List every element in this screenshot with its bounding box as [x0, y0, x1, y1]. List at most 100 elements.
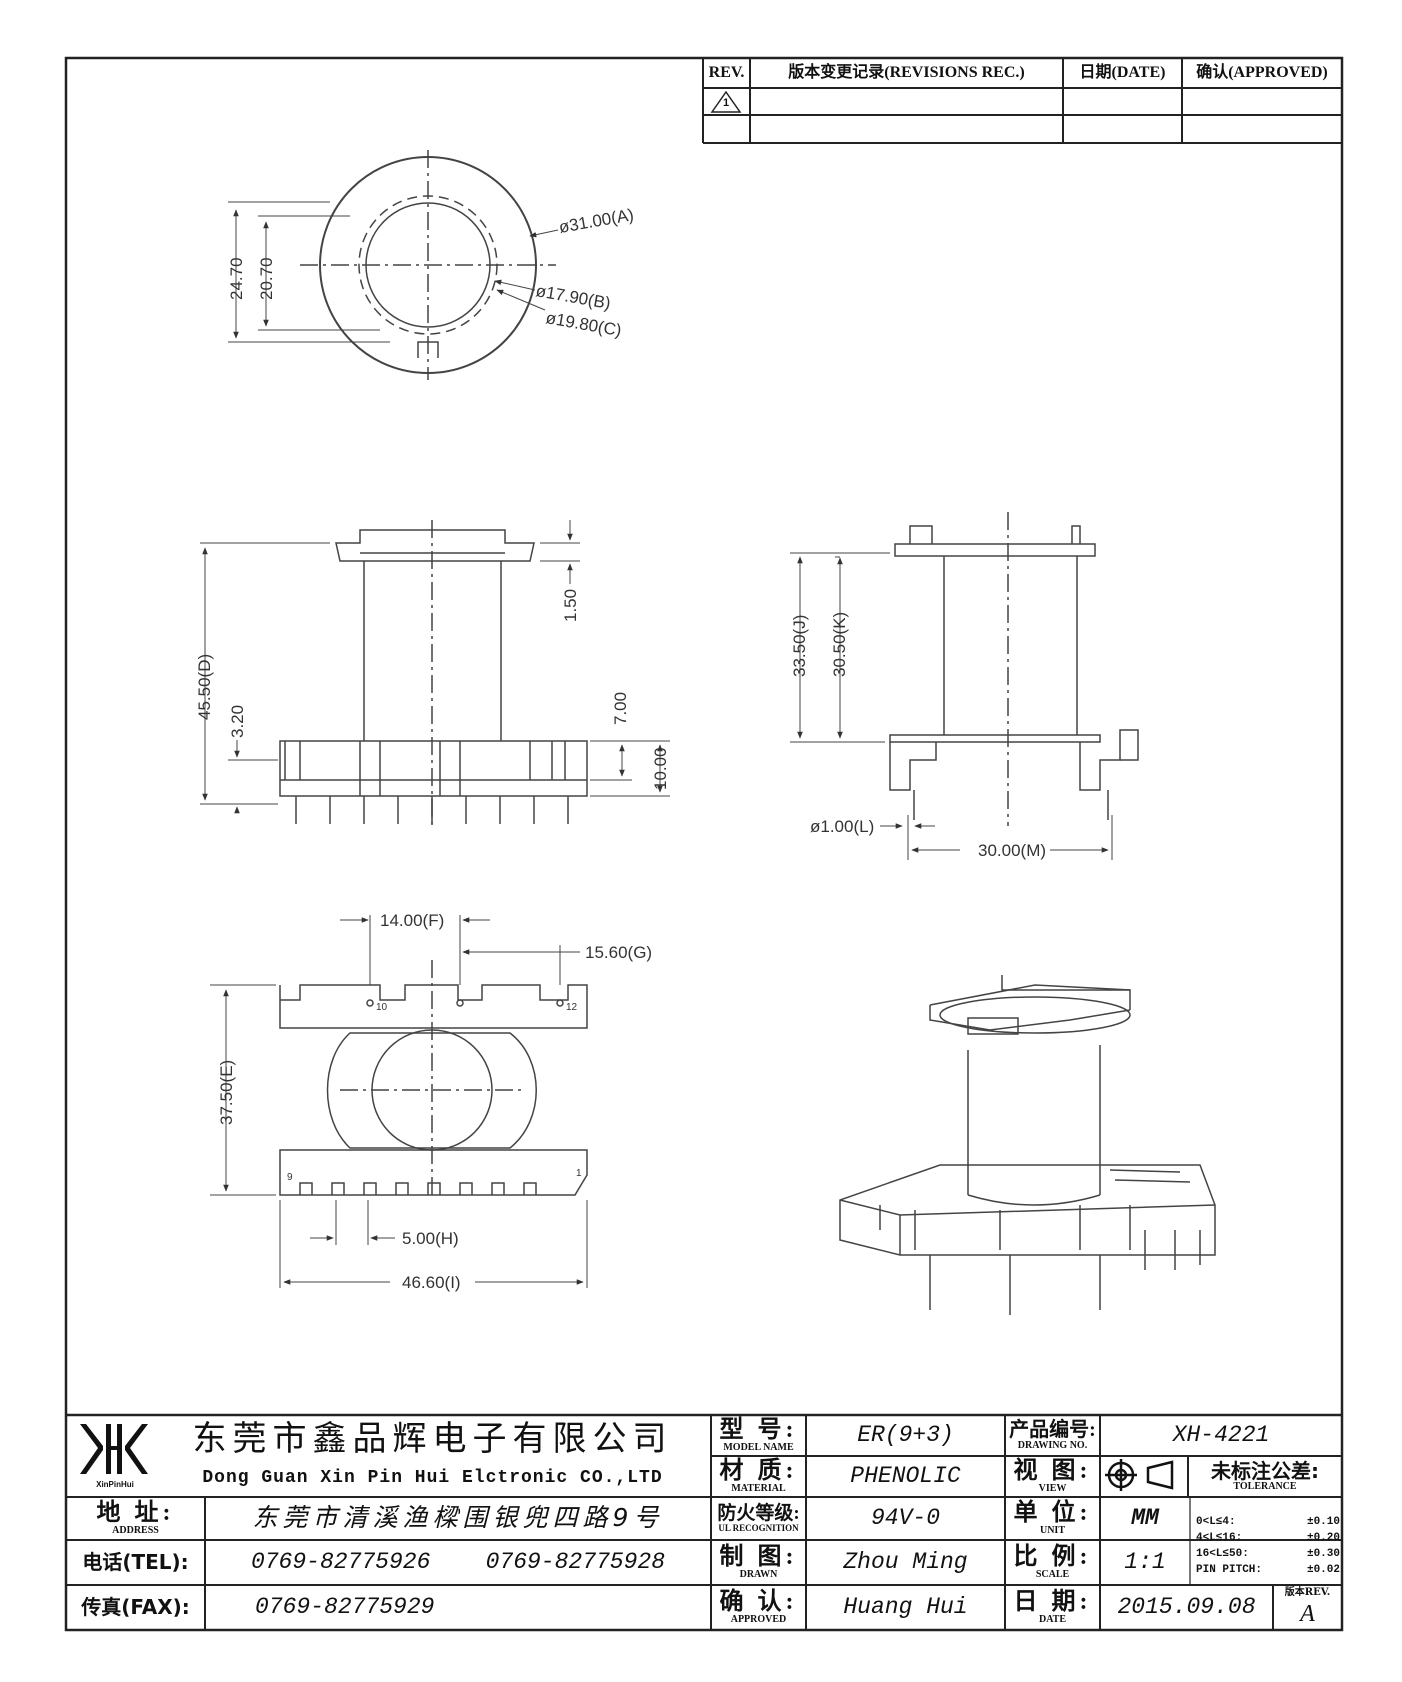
dim-30-50-k: 30.50(K): [830, 612, 849, 677]
drawn-value: Zhou Ming: [843, 1549, 968, 1576]
title-block-grid: [66, 1415, 1342, 1630]
tolerance-row: 0<L≤4: ±0.10: [1196, 1514, 1340, 1530]
tolerance-row: 4<L≤16: ±0.20: [1196, 1530, 1340, 1546]
address-label-en: ADDRESS: [112, 1524, 159, 1536]
tel-label: 电话(TEL):: [82, 1550, 189, 1574]
dim-10-00: 10.00: [651, 747, 670, 790]
drawn-label-en: DRAWN: [739, 1568, 778, 1580]
dim-14-00-f: 14.00(F): [380, 911, 444, 930]
scale-label-en: SCALE: [1035, 1568, 1070, 1580]
unit-value: MM: [1131, 1505, 1159, 1532]
pin-label-9: 9: [287, 1172, 293, 1183]
tolerance-range: 4<L≤16:: [1196, 1532, 1243, 1544]
logo-text: XinPinHui: [96, 1479, 134, 1489]
dim-37-50-e: 37.50(E): [217, 1060, 236, 1125]
drawing-no-label: 产品编号: DRAWING NO.: [1005, 1415, 1100, 1456]
drawing-no-value: XH-4221: [1172, 1422, 1270, 1449]
tolerance-label-en: TOLERANCE: [1233, 1480, 1297, 1492]
material-label-cn: 材 质:: [719, 1457, 798, 1484]
pin-label-12: 12: [566, 1002, 578, 1013]
isometric-view: [839, 975, 1216, 1315]
company-name-en: Dong Guan Xin Pin Hui Elctronic CO.,LTD: [202, 1467, 663, 1488]
fire-rating-label-en: UL RECOGNITION: [718, 1522, 799, 1533]
rev-header-rev: REV.: [708, 63, 745, 81]
model-label: 型 号: MODEL NAME: [711, 1415, 806, 1456]
material-value: PHENOLIC: [850, 1463, 961, 1490]
revision-label: 版本REV.: [1284, 1586, 1331, 1598]
tolerance-list: 0<L≤4: ±0.10 4<L≤16: ±0.20 16<L≤50: ±0.3…: [1196, 1514, 1340, 1578]
view-label-cn: 视 图:: [1013, 1457, 1092, 1484]
tolerance-label-cn: 未标注公差:: [1211, 1458, 1319, 1483]
scale-value: 1:1: [1124, 1549, 1166, 1576]
tolerance-row: PIN PITCH: ±0.02: [1196, 1562, 1340, 1578]
company-logo-icon: [80, 1424, 148, 1474]
revision-triangle-icon: [710, 90, 742, 113]
dim-5-00-h: 5.00(H): [402, 1229, 459, 1248]
dim-30-00-m: 30.00(M): [978, 841, 1046, 860]
approved-value: Huang Hui: [843, 1594, 968, 1621]
address-label: 地 址: ADDRESS: [66, 1497, 205, 1540]
date-label-cn: 日 期:: [1013, 1588, 1092, 1615]
tolerance-range: 16<L≤50:: [1196, 1548, 1249, 1560]
tolerance-value: ±0.02: [1306, 1564, 1340, 1576]
dim-19-80-c: ø19.80(C): [544, 308, 623, 340]
approved-label-en: APPROVED: [730, 1613, 787, 1625]
revision-value: A: [1300, 1601, 1315, 1628]
tolerance-value: ±0.20: [1306, 1532, 1340, 1544]
unit-label-en: UNIT: [1039, 1524, 1065, 1536]
side-view: [790, 512, 1139, 860]
tolerance-value: ±0.10: [1306, 1516, 1340, 1528]
rev-header-approved: 确认(APPROVED): [1196, 63, 1328, 81]
address-label-cn: 地 址:: [96, 1499, 175, 1526]
tolerance-label: 未标注公差: TOLERANCE: [1188, 1456, 1342, 1497]
dim-7-00: 7.00: [611, 692, 630, 725]
rev-header-date: 日期(DATE): [1079, 63, 1166, 81]
dim-20-70: 20.70: [257, 257, 276, 300]
front-view: [200, 520, 670, 826]
drawing-no-label-en: DRAWING NO.: [1017, 1439, 1088, 1451]
view-label-en: VIEW: [1038, 1482, 1067, 1494]
drawn-label: 制 图: DRAWN: [711, 1540, 806, 1585]
model-value: ER(9+3): [857, 1422, 954, 1449]
date-label-en: DATE: [1038, 1613, 1067, 1625]
fax-value: 0769-82775929: [255, 1594, 435, 1621]
drawing-no-label-cn: 产品编号:: [1009, 1418, 1096, 1441]
dim-45-50-d: 45.50(D): [195, 654, 214, 720]
revision-table-grid: [702, 58, 1342, 144]
tolerance-range: PIN PITCH:: [1196, 1564, 1263, 1576]
date-value: 2015.09.08: [1117, 1594, 1256, 1621]
drawn-label-cn: 制 图:: [719, 1543, 798, 1570]
date-label: 日 期: DATE: [1005, 1585, 1100, 1630]
rev-row1-number: 1: [722, 97, 730, 110]
unit-label: 单 位: UNIT: [1005, 1497, 1100, 1540]
dim-3-20: 3.20: [228, 705, 247, 738]
approved-label: 确 认: APPROVED: [711, 1585, 806, 1630]
bottom-view: [210, 915, 588, 1288]
dim-46-60-i: 46.60(I): [402, 1273, 461, 1292]
fire-rating-value: 94V-0: [870, 1505, 940, 1532]
scale-label: 比 例: SCALE: [1005, 1540, 1100, 1585]
fire-rating-label-cn: 防火等级:: [717, 1502, 800, 1524]
dim-15-60-g: 15.60(G): [585, 943, 652, 962]
material-label: 材 质: MATERIAL: [711, 1456, 806, 1497]
first-angle-projection-icon: [1105, 1459, 1174, 1491]
dim-1-00-l: ø1.00(L): [810, 817, 874, 836]
unit-label-cn: 单 位:: [1013, 1499, 1092, 1526]
view-label: 视 图: VIEW: [1005, 1456, 1100, 1497]
dim-1-50: 1.50: [561, 589, 580, 622]
dim-24-70: 24.70: [227, 257, 246, 300]
pin-label-10: 10: [376, 1002, 388, 1013]
tolerance-value: ±0.30: [1306, 1548, 1340, 1560]
pin-label-1: 1: [576, 1168, 582, 1179]
scale-label-cn: 比 例:: [1013, 1543, 1092, 1570]
tolerance-range: 0<L≤4:: [1196, 1516, 1236, 1528]
fire-rating-label: 防火等级: UL RECOGNITION: [711, 1497, 806, 1540]
dim-17-90-b: ø17.90(B): [534, 281, 612, 313]
material-label-en: MATERIAL: [731, 1482, 786, 1494]
model-label-cn: 型 号:: [719, 1416, 798, 1443]
company-name-cn: 东莞市鑫品辉电子有限公司: [192, 1419, 673, 1460]
tel-value: 0769-82775926 0769-82775928: [250, 1549, 666, 1576]
rev-header-record: 版本变更记录(REVISIONS REC.): [788, 63, 1025, 81]
